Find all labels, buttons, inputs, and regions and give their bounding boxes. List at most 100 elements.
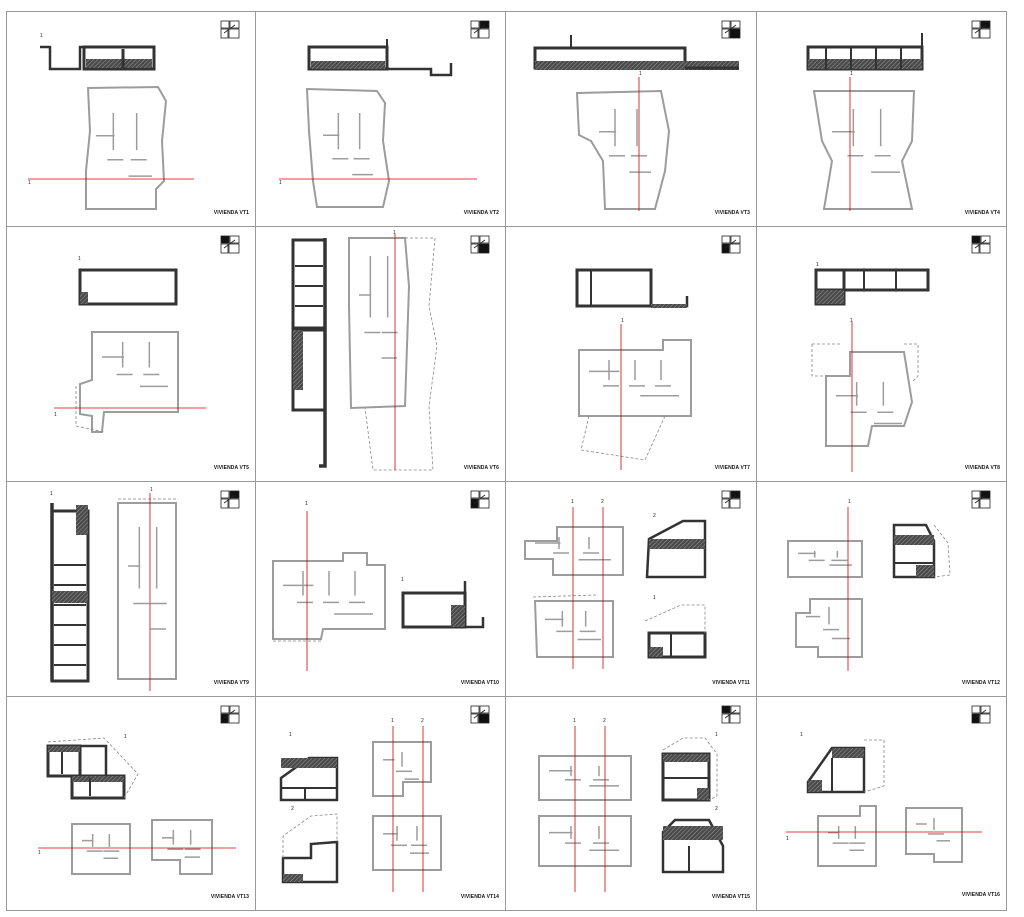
key-block [478, 243, 490, 254]
key-block [479, 20, 490, 29]
key-plan-icon [470, 490, 490, 509]
section-hatch [894, 535, 934, 545]
key-block [979, 498, 991, 509]
key-block [730, 20, 741, 29]
key-plan-icon [721, 490, 741, 509]
key-block [730, 235, 741, 244]
section-mark: 2 [715, 806, 718, 812]
section-wall [892, 523, 936, 579]
plan-outline [533, 600, 614, 658]
dwelling-drawing: 1 [533, 20, 741, 211]
section-mark: 1 [639, 71, 642, 77]
plan-outline [905, 807, 963, 863]
dwelling-label: VIVIENDA VT15 [711, 894, 750, 900]
key-line [473, 239, 486, 249]
plan-outline [79, 331, 179, 433]
key-plan-icon [220, 705, 240, 724]
key-block [470, 713, 479, 724]
section-mark: 1 [50, 491, 53, 497]
key-plan-icon [971, 20, 991, 39]
section-hatch [651, 304, 687, 308]
section-hatch [663, 754, 709, 762]
key-line [473, 494, 486, 504]
key-block [980, 705, 991, 714]
section-mark: 1 [401, 577, 404, 583]
key-block [220, 498, 229, 509]
key-block [470, 28, 479, 39]
dwelling-drawing: 1 [575, 235, 741, 470]
plan-outline [272, 552, 386, 640]
section-hatch [808, 59, 922, 69]
key-block [220, 20, 230, 29]
section-mark: 1 [124, 734, 127, 740]
key-block [729, 498, 741, 509]
key-line [724, 24, 737, 34]
dwelling-drawing: 11 [811, 235, 991, 472]
key-block [980, 20, 991, 29]
section-mark: 1 [800, 732, 803, 738]
key-plan-icon [220, 235, 240, 254]
key-block [470, 705, 480, 714]
key-block [229, 20, 240, 29]
section-hatch [80, 292, 88, 304]
key-plan-icon [470, 235, 490, 254]
dwelling-drawing: 11 [38, 705, 240, 875]
key-line [223, 239, 236, 249]
key-plan-icon [470, 20, 490, 39]
dashed-outline [644, 604, 706, 633]
section-hatch [48, 746, 80, 752]
key-block [729, 28, 741, 39]
section-mark: 1 [816, 262, 819, 268]
section-mark: 2 [653, 513, 656, 519]
key-line [974, 24, 987, 34]
plan-outline [372, 741, 432, 797]
key-line [974, 494, 987, 504]
section-mark: 1 [279, 180, 282, 186]
section-hatch [916, 565, 934, 577]
key-plan-icon [971, 705, 991, 724]
dashed-outline [532, 594, 598, 598]
section-mark: 1 [393, 230, 396, 236]
plan-outline [817, 805, 877, 867]
plan-outline [524, 526, 624, 576]
dwelling-label: VIVIENDA VT9 [213, 680, 249, 686]
section-hatch [72, 776, 124, 782]
plan-outline [305, 87, 391, 208]
plan-outline [825, 351, 914, 447]
section-mark: 1 [28, 180, 31, 186]
section-hatch [52, 591, 88, 603]
key-block [228, 243, 240, 254]
key-block [479, 235, 490, 244]
plan-outline [812, 90, 916, 210]
key-block [479, 705, 490, 714]
section-mark: 1 [848, 499, 851, 505]
key-block [979, 28, 991, 39]
key-line [724, 709, 737, 719]
key-plan-icon [721, 705, 741, 724]
key-block [470, 498, 479, 509]
plan-wall [465, 617, 485, 629]
dwelling-drawing: 11 [28, 20, 240, 210]
section-mark: 1 [653, 595, 656, 601]
dwelling-drawing: 11 [272, 490, 490, 671]
dwelling-drawing: 1 [806, 20, 991, 211]
dwelling-label: VIVIENDA VT12 [961, 680, 1000, 686]
key-block [980, 490, 991, 499]
dwelling-label: VIVIENDA VT2 [463, 210, 499, 216]
section-hatch [281, 758, 337, 768]
dwelling-label: VIVIENDA VT11 [712, 680, 750, 686]
key-block [971, 20, 981, 29]
key-block [979, 713, 991, 724]
dwelling-drawing: 11 [786, 705, 991, 867]
